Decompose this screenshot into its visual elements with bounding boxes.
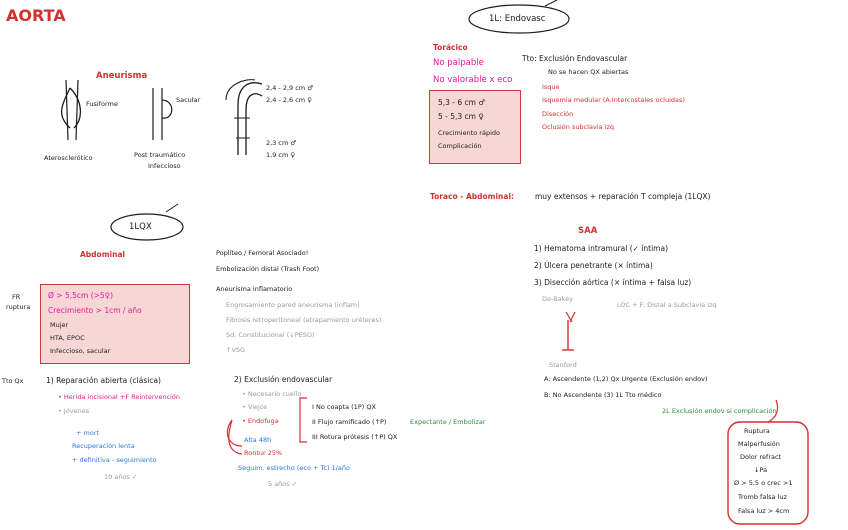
reparacion-abierta: 1) Reparación abierta (clásica) [46,376,161,385]
tto-item-4: Oclusión subclavia izq [542,123,615,131]
expectante: Expectante / Embolizar [410,418,486,426]
abd-box-5: Infeccioso, sacular [50,347,111,355]
embolizacion: Embolización distal (Trash Foot) [216,265,320,273]
seguimiento: Seguim. estrecho (eco + Tc) 1/año [238,464,350,472]
popliteo: Poplíteo / Femoral Asociado! [216,249,309,257]
abdominal-box [40,284,190,364]
mort: + mort [76,429,100,437]
10-anos: 10 años ✓ [104,473,138,481]
page-title: AORTA [6,6,66,25]
comp-5: Ø > 5,5 o crec >1 [734,479,793,487]
post-label: Post traumático [134,151,186,159]
abdominal-heading: Abdominal [80,250,126,259]
recuperacion: Recuperación lenta [72,442,135,450]
toracico-box-2: 5 - 5,3 cm ♀ [438,112,484,121]
jovenes: • Jóvenes [58,407,90,415]
abd-box-3: Mujer [50,321,69,329]
endovasc-label: 1L: Endovasc [489,14,546,24]
de-bakey: De-Bakey [542,295,573,303]
endofuga-i: I No coapta (1P) QX [312,403,376,411]
inflam-item-4: ↑VSG [226,346,246,354]
tto-item-2: Isquemia medular (A.Intercostales ocluid… [542,96,685,104]
measure-3: 2,3 cm ♂ [266,139,297,147]
atero-label: Aterosclerótico [44,154,93,162]
tto-toracico: Tto: Exclusión Endovascular [522,54,628,63]
rontur: Rontur 25% [244,449,283,457]
aneurisma-heading: Aneurisma [96,71,148,81]
toracico-box-3: Crecimiento rápido [438,129,500,137]
saa-item-1: 1) Hematoma intramural (✓ íntima) [534,244,669,253]
stanford-b-2l: 2L Exclusión endov si complicación [662,407,777,415]
comp-3: Dolor refract [740,453,782,461]
stanford: Stanford [549,361,577,369]
definitiva: + definitiva - seguimiento [72,456,157,464]
1lqx-label: 1LQX [129,222,152,232]
fr-label: FR [12,293,21,301]
tto-no-qx: No se hacen QX abiertas [548,68,629,76]
herida-incisional: • Herida incisional +F Reintervención [58,393,180,401]
comp-4: ↓Pa [754,466,768,474]
necesario-cuello: • Necesario cuello [242,390,302,398]
tto-item-1: Isque [542,83,560,91]
endofuga-ii: II Flujo ramificado (↑P) [312,418,387,426]
no-palpable: No palpable [433,58,484,68]
alta-48h: Alta 48h [244,436,272,444]
loc-f: LOC + F: Distal a Subclavia izq [617,301,717,309]
saa-item-3: 3) Disección aórtica (× íntima + falsa l… [534,278,692,287]
saa-heading: SAA [578,226,598,236]
aneurisma-inflamatorio: Aneurisma inflamatorio [216,285,293,293]
toracico-heading: Torácico [433,43,468,52]
comp-2: Malperfusión [738,440,780,448]
toraco-abd-heading: Toraco - Abdominal: [430,192,515,201]
abd-box-1: Ø > 5,5cm (>5♀) [48,291,114,300]
abd-box-4: HTA, EPOC [50,334,85,342]
infecc-label: Infeccioso [148,162,181,170]
measure-4: 1,9 cm ♀ [266,151,296,159]
viejos: • Viejos [242,403,268,411]
comp-1: Ruptura [744,427,770,435]
tto-qx-label: Tto Qx [2,377,24,385]
measure-1: 2,4 - 2,9 cm ♂ [266,84,314,92]
comp-7: Falsa luz > 4cm [738,507,790,515]
toraco-abd-desc: muy extensos + reparación T compleja (1L… [535,192,711,201]
inflam-item-3: Sd. Constitucional (↓PESO) [226,331,315,339]
stanford-b: B: No Ascendente (3) 1L Tto médico [544,391,662,399]
toracico-box-4: Complicación [438,142,482,150]
stanford-a: A: Ascendente (1,2) Qx Urgente (Exclusió… [544,375,708,383]
no-valorable: No valorable x eco [433,75,513,85]
measure-2: 2,4 - 2,6 cm ♀ [266,96,312,104]
abd-box-2: Crecimiento > 1cm / año [48,306,142,315]
saa-item-2: 2) Úlcera penetrante (× íntima) [534,261,653,270]
comp-6: Tromb falsa luz [738,493,787,501]
fusiforme-label: Fusiforme [86,100,118,108]
endofuga-iii: III Rotura prótesis (↑P) QX [312,433,398,441]
exclusion-endovascular: 2) Exclusión endovascular [234,375,333,384]
tto-item-3: Disección [542,110,574,118]
sacular-label: Sacular [176,96,201,104]
inflam-item-1: Engrosamiento pared aneurisma (inflam) [226,301,360,309]
toracico-box-1: 5,3 - 6 cm ♂ [438,98,486,107]
toracico-box [429,90,521,164]
5-anos: 5 años ✓ [268,480,298,488]
inflam-item-2: Fibrosis retroperitoneal (atrapamiento u… [226,316,382,324]
ruptura-label: ruptura [6,303,31,311]
endofuga: • Endofuga [242,417,279,425]
